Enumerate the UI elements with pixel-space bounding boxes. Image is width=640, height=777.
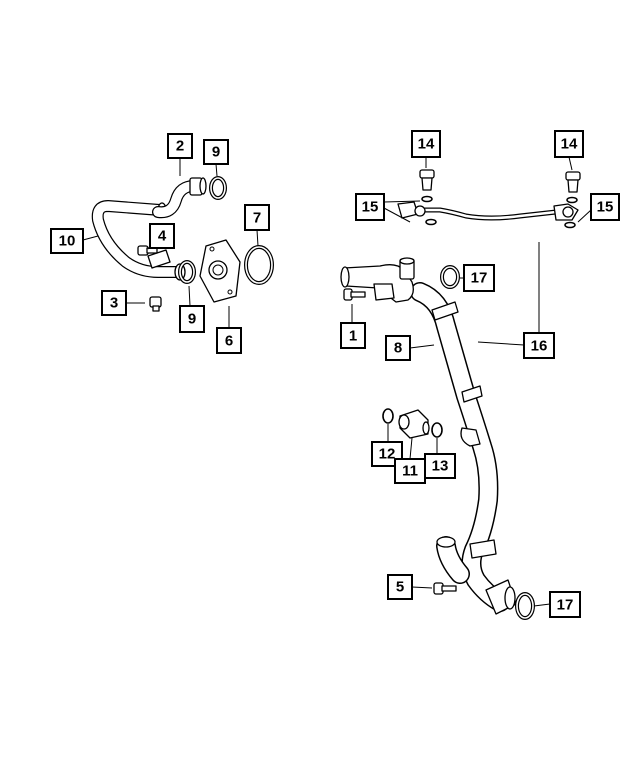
leader-lines <box>82 156 592 607</box>
svg-text:17: 17 <box>557 597 574 614</box>
banjo-bolt-part-14-left <box>419 169 435 191</box>
callout-2: 2 <box>167 133 193 159</box>
callout-4: 4 <box>149 223 175 249</box>
svg-text:7: 7 <box>253 210 261 227</box>
bolt-part-3 <box>149 296 162 312</box>
tube-part-2 <box>152 177 207 219</box>
callout-labels: 2 9 10 4 7 3 9 6 14 14 15 15 17 1 8 16 1… <box>50 130 620 618</box>
callout-9-upper: 9 <box>203 139 229 165</box>
callout-11: 11 <box>394 458 426 484</box>
callout-13: 13 <box>424 453 456 479</box>
svg-text:16: 16 <box>531 338 548 355</box>
callout-5: 5 <box>387 574 413 600</box>
oil-line-part-16 <box>397 201 579 221</box>
svg-text:13: 13 <box>432 458 449 475</box>
svg-text:14: 14 <box>418 136 435 153</box>
callout-6: 6 <box>216 327 242 354</box>
svg-text:9: 9 <box>188 311 196 328</box>
callout-15-left: 15 <box>355 193 385 221</box>
svg-text:2: 2 <box>176 138 184 155</box>
washer-part-15 <box>421 195 578 229</box>
svg-text:17: 17 <box>471 270 488 287</box>
adapter-plate-part-6 <box>199 239 241 303</box>
svg-text:8: 8 <box>394 340 402 357</box>
svg-text:9: 9 <box>212 144 220 161</box>
svg-text:11: 11 <box>402 463 418 480</box>
svg-text:14: 14 <box>561 136 578 153</box>
svg-text:1: 1 <box>349 328 357 345</box>
callout-17-upper: 17 <box>463 264 495 292</box>
bolt-part-5 <box>433 582 457 595</box>
callout-9-lower: 9 <box>179 305 205 333</box>
svg-text:15: 15 <box>597 199 614 216</box>
callout-17-lower: 17 <box>549 591 581 618</box>
svg-text:6: 6 <box>225 333 233 350</box>
callout-16: 16 <box>523 332 555 359</box>
pipe-part-8 <box>340 257 517 615</box>
callout-10: 10 <box>50 228 84 254</box>
svg-text:15: 15 <box>362 199 379 216</box>
svg-text:5: 5 <box>396 579 404 596</box>
callout-14-left: 14 <box>411 130 441 158</box>
callout-14-right: 14 <box>554 130 584 158</box>
o-ring-part-9-upper <box>209 176 227 200</box>
coolant-tube-assembly-left <box>91 176 274 312</box>
svg-text:3: 3 <box>110 295 118 312</box>
bolt-part-1 <box>343 288 366 301</box>
callout-12: 12 <box>371 441 403 467</box>
seal-ring-part-7 <box>244 245 274 285</box>
o-ring-part-9-lower <box>178 260 196 284</box>
banjo-bolt-part-14-right <box>565 171 581 193</box>
connector-part-11 <box>398 409 430 439</box>
o-ring-part-17-upper <box>440 265 460 289</box>
o-ring-part-13 <box>431 422 443 438</box>
svg-text:12: 12 <box>379 446 396 463</box>
bolt-part-4 <box>137 245 158 256</box>
callout-15-right: 15 <box>590 193 620 221</box>
callout-8: 8 <box>385 335 411 361</box>
callout-3: 3 <box>101 290 127 316</box>
o-ring-part-12 <box>382 408 394 424</box>
callout-7: 7 <box>244 204 270 231</box>
svg-text:4: 4 <box>158 228 167 245</box>
svg-text:10: 10 <box>59 233 76 250</box>
coolant-pipe-assembly-right <box>340 169 581 620</box>
callout-1: 1 <box>340 322 366 349</box>
o-ring-part-17-lower <box>515 592 535 620</box>
